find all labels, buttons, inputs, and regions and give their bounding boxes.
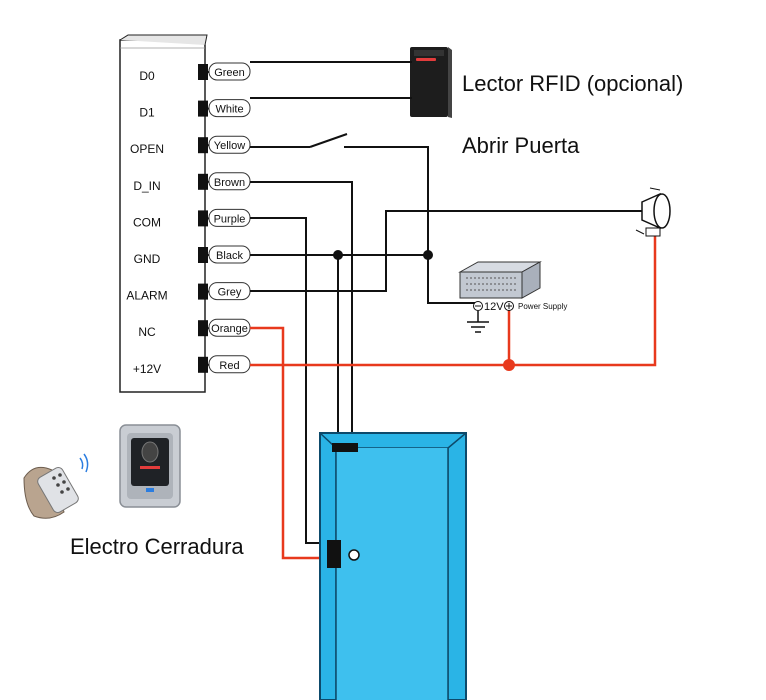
junction-dot bbox=[423, 250, 433, 260]
junction-dot bbox=[333, 250, 343, 260]
wire-color-badge bbox=[208, 135, 251, 154]
controller-pin-row: GND Black bbox=[134, 245, 251, 266]
pin-label: ALARM bbox=[126, 289, 167, 303]
controller-pin-row: ALARM Grey bbox=[126, 282, 251, 303]
wire-orange bbox=[250, 326, 333, 560]
pin-terminal bbox=[198, 320, 208, 337]
psu-voltage-label: 12V bbox=[484, 301, 504, 313]
door-icon bbox=[319, 432, 467, 700]
controller-pin-row: D_IN Brown bbox=[133, 172, 251, 193]
pin-label: OPEN bbox=[130, 142, 164, 156]
pin-terminal bbox=[198, 210, 208, 227]
ground-icon bbox=[467, 311, 489, 333]
pin-label: NC bbox=[138, 325, 156, 339]
wire-grey bbox=[250, 210, 642, 292]
wire-color-badge bbox=[208, 99, 251, 118]
junction-dot bbox=[503, 359, 515, 371]
door-handle bbox=[348, 549, 360, 561]
controller-pin-row: D0 Green bbox=[139, 62, 251, 83]
wire-color-label: Orange bbox=[211, 323, 248, 335]
pin-label: COM bbox=[133, 215, 161, 229]
power-supply-icon bbox=[458, 261, 542, 311]
pin-terminal bbox=[198, 100, 208, 117]
pin-label: D0 bbox=[139, 69, 155, 83]
psu-name-label: Power Supply bbox=[518, 302, 567, 311]
pin-label: GND bbox=[134, 252, 161, 266]
electric-lock-label: Electro Cerradura bbox=[70, 534, 244, 559]
rfid-reader-icon bbox=[410, 47, 452, 118]
pin-label: +12V bbox=[133, 362, 161, 376]
controller-unit bbox=[119, 34, 208, 393]
pin-label: D1 bbox=[139, 106, 155, 120]
pin-terminal bbox=[198, 173, 208, 190]
wire-color-label: Green bbox=[214, 67, 245, 79]
controller-pin-row: OPEN Yellow bbox=[130, 135, 251, 156]
wire-color-label: Yellow bbox=[214, 140, 245, 152]
pin-label: D_IN bbox=[133, 179, 160, 193]
electric-strike bbox=[327, 540, 341, 568]
controller-pin-row: +12V Red bbox=[133, 355, 251, 376]
pin-terminal bbox=[198, 356, 208, 373]
wire-color-label: Brown bbox=[214, 177, 245, 189]
wire-color-label: White bbox=[215, 104, 243, 116]
pin-terminal bbox=[198, 283, 208, 300]
wire-color-badge bbox=[208, 62, 251, 81]
remote-control-icon bbox=[23, 453, 89, 519]
wire-color-label: Purple bbox=[214, 213, 246, 225]
wire-brown bbox=[250, 181, 353, 447]
wire-color-label: Grey bbox=[218, 287, 242, 299]
controller-pin-row: COM Purple bbox=[133, 208, 251, 229]
pin-terminal bbox=[198, 137, 208, 154]
wire-color-label: Black bbox=[216, 250, 243, 262]
rfid-reader-label: Lector RFID (opcional) bbox=[462, 71, 683, 96]
pin-terminal bbox=[198, 247, 208, 263]
pin-terminal bbox=[198, 64, 208, 80]
open-door-label: Abrir Puerta bbox=[462, 133, 580, 158]
fingerprint-reader-icon bbox=[119, 424, 181, 508]
controller-pin-row: D1 White bbox=[139, 99, 251, 120]
siren-icon bbox=[635, 187, 671, 237]
magnetic-lock bbox=[332, 443, 358, 452]
controller-pin-row: NC Orange bbox=[138, 318, 251, 339]
wire-color-label: Red bbox=[219, 360, 239, 372]
switch-icon bbox=[309, 133, 348, 148]
wire-red bbox=[250, 236, 657, 367]
